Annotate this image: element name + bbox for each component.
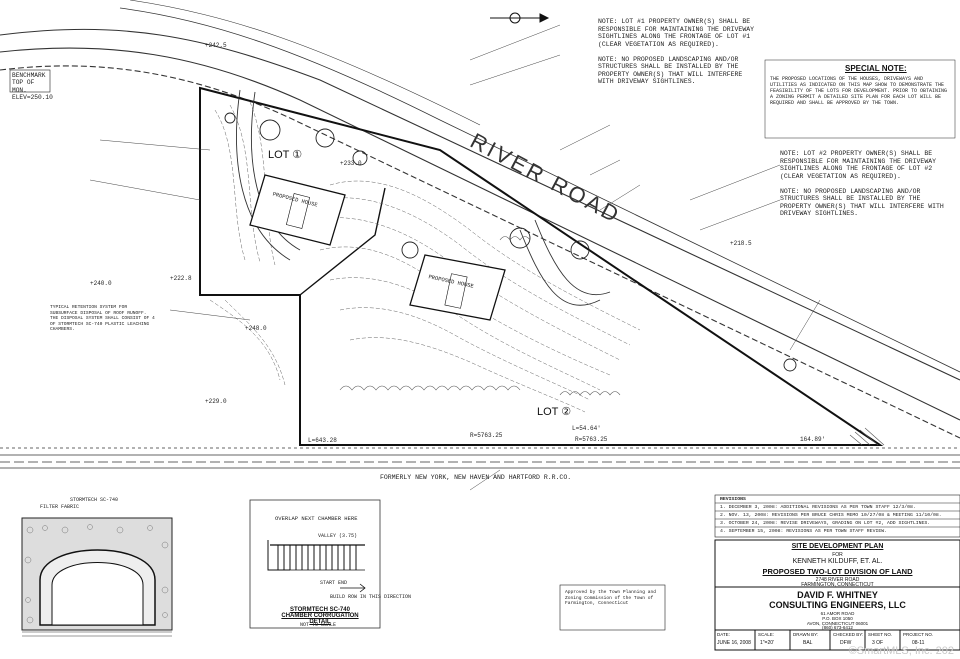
title-block [714, 539, 960, 651]
driveways [236, 89, 611, 306]
north-arrow-icon [490, 12, 550, 24]
river-road [0, 0, 960, 439]
benchmark-note: BENCHMARK TOP OF MON. ELEV=250.10 [12, 72, 53, 102]
site-address: 2748 RIVER ROAD [815, 577, 860, 583]
dim-label: L=643.28 [308, 437, 337, 444]
stormtech-label: STORMTECH SC-740 [70, 497, 119, 503]
dim-label: L=54.64' [572, 425, 601, 432]
start-end-label: START END [320, 580, 348, 586]
special-note-box [764, 59, 956, 139]
special-note-title: SPECIAL NOTE: [845, 64, 907, 73]
firm-address-1: 61 AMOR ROAD [820, 611, 855, 616]
lot-1-label: LOT ① [268, 149, 303, 161]
house-lot-2 [409, 254, 506, 321]
valley-label: VALLEY (3.75) [318, 533, 358, 539]
build-row-label: BUILD ROW IN THIS DIRECTION [330, 594, 412, 600]
checked-value: DFW [840, 640, 852, 646]
firm-phone: (860) 673-6412 [822, 625, 853, 630]
site-town: FARMINGTON, CONNECTICUT [801, 582, 874, 588]
house-lot-1 [249, 174, 346, 246]
chamber-cross-section [21, 517, 173, 637]
spot-elev: +222.8 [170, 275, 192, 282]
approval-box [559, 584, 666, 631]
overlap-label: OVERLAP NEXT CHAMBER HERE [275, 515, 358, 522]
scale-value: 1"=20' [760, 640, 774, 646]
project-name: PROPOSED TWO-LOT DIVISION OF LAND [762, 567, 913, 576]
spot-elev: +242.5 [205, 42, 227, 49]
firm-name: DAVID F. WHITNEY [797, 590, 878, 600]
tree-line [339, 236, 621, 396]
sheet-label: SHEET NO. [868, 632, 893, 637]
not-to-scale: NOT TO SCALE [300, 622, 337, 628]
spot-elev: +240.0 [90, 280, 112, 287]
trees [224, 112, 797, 372]
lot-2-sightline-note: NOTE: LOT #2 PROPERTY OWNER(S) SHALL BE … [780, 150, 944, 217]
sheet-value: 3 OF [872, 640, 884, 646]
revision-row: 3. OCTOBER 24, 2008: REVISE DRIVEWAYS, G… [720, 521, 931, 526]
dim-label: R=5763.25 [575, 436, 608, 443]
spot-elev: +248.0 [245, 325, 267, 332]
benchmark-box [9, 69, 51, 93]
revision-row: 1. DECEMBER 3, 2008: ADDITIONAL REVISION… [720, 505, 916, 510]
special-note-body: THE PROPOSED LOCATIONS OF THE HOUSES, DR… [770, 76, 948, 106]
firm-address-3: AVON, CONNECTICUT 06001 [806, 621, 869, 626]
rail-label: FORMERLY NEW YORK, NEW HAVEN AND HARTFOR… [380, 474, 572, 481]
spot-elev: +229.0 [205, 398, 227, 405]
project-no-value: 08-11 [912, 640, 925, 646]
lot-1-sightline-note: NOTE: LOT #1 PROPERTY OWNER(S) SHALL BE … [598, 18, 755, 85]
client-name: KENNETH KILDUFF, ET. AL. [792, 558, 883, 565]
plan-title: SITE DEVELOPMENT PLAN [791, 543, 884, 550]
hatch-corner [849, 427, 885, 446]
lot-2-label: LOT ② [537, 406, 572, 418]
filter-fabric-label: FILTER FABRIC [40, 504, 80, 510]
revision-row: 2. NOV. 13, 2008: REVISIONS PER BRUCE CH… [720, 513, 942, 518]
checked-label: CHECKED BY: [833, 632, 864, 637]
revision-row: 4. SEPTEMBER 15, 2008: REVISIONS AS PER … [720, 529, 887, 534]
railroad [0, 447, 960, 469]
approval-text: Approved by the Town Planning and Zoning… [565, 590, 656, 607]
plan-for: FOR [832, 552, 843, 558]
chamber-detail-title: STORMTECH SC-740 CHAMBER CORRUGATION DET… [281, 607, 359, 625]
watermark: ©SmartMLS, Inc. 202 [848, 645, 954, 657]
revision-block [714, 494, 960, 538]
date-label: DATE: [717, 632, 730, 637]
drawn-value: BAL [803, 640, 813, 646]
firm-name-2: CONSULTING ENGINEERS, LLC [769, 600, 906, 610]
corrugation-detail [249, 499, 381, 629]
dim-label: 164.89' [800, 436, 826, 443]
scale-label: SCALE: [758, 632, 775, 637]
firm-address-2: P.O. BOX 1050 [822, 616, 853, 621]
dim-label: R=5763.25 [470, 432, 503, 439]
leader-lines [89, 24, 821, 491]
spot-elev: +233.0 [340, 160, 362, 167]
spot-elev: +218.5 [730, 240, 752, 247]
project-no-label: PROJECT NO. [903, 632, 934, 637]
drawn-label: DRAWN BY: [793, 632, 819, 637]
typical-retention-note: TYPICAL RETENTION SYSTEM FOR SUBSURFACE … [50, 305, 155, 333]
date-value: JUNE 16, 2008 [717, 640, 751, 646]
revision-header: REVISIONS [720, 497, 746, 502]
